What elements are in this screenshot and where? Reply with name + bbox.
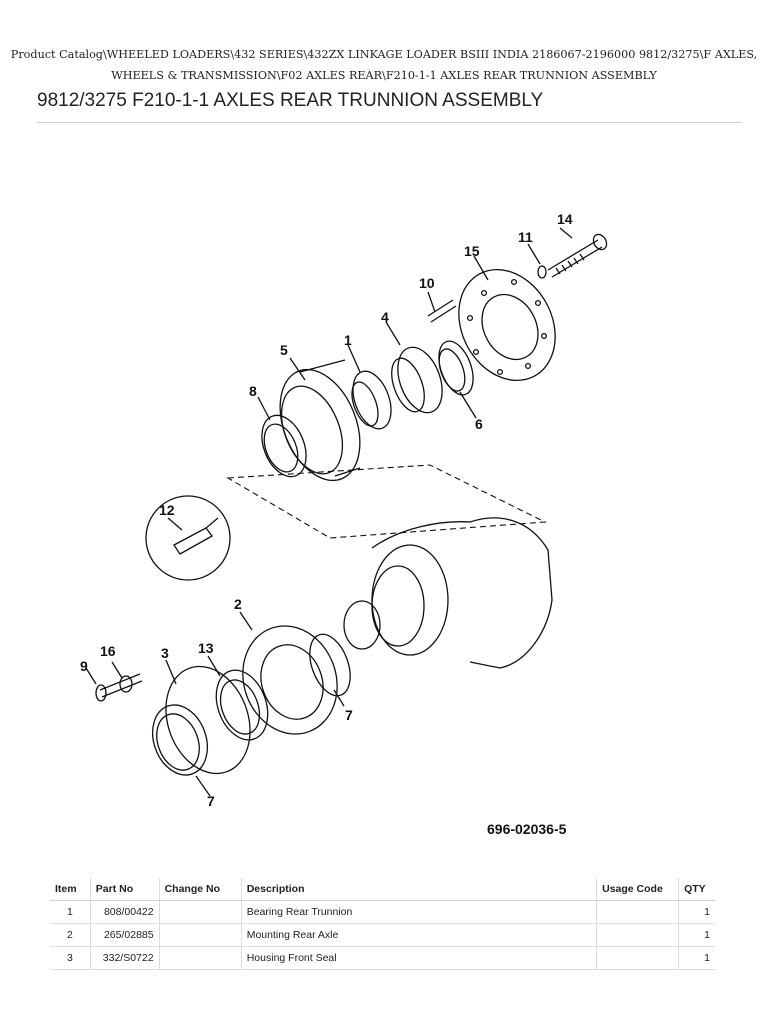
cell-change-no xyxy=(159,900,242,924)
column-header-description: Description xyxy=(241,878,598,901)
column-header-qty: QTY xyxy=(678,878,715,901)
cell-qty: 1 xyxy=(678,946,715,970)
callout-12: 12 xyxy=(159,502,175,518)
cell-usage-code xyxy=(596,900,680,924)
cell-usage-code xyxy=(596,946,680,970)
callout-6: 6 xyxy=(475,416,483,432)
parts-table: Item Part No Change No Description Usage… xyxy=(50,878,715,970)
callout-5: 5 xyxy=(280,342,288,358)
cell-part-no: 265/02885 xyxy=(90,923,160,947)
callout-15: 15 xyxy=(464,243,480,259)
cell-change-no xyxy=(159,923,242,947)
cell-item: 3 xyxy=(50,946,91,970)
column-header-usage-code: Usage Code xyxy=(596,878,680,901)
figure-number: 696-02036-5 xyxy=(487,821,567,837)
cell-qty: 1 xyxy=(678,923,715,947)
cell-item: 2 xyxy=(50,923,91,947)
callout-3: 3 xyxy=(161,645,169,661)
column-header-change-no: Change No xyxy=(159,878,242,901)
callout-1: 1 xyxy=(344,332,352,348)
table-row: 2 265/02885 Mounting Rear Axle 1 xyxy=(50,923,715,947)
cell-change-no xyxy=(159,946,242,970)
callout-7-lower: 7 xyxy=(207,793,215,809)
callout-4: 4 xyxy=(381,309,389,325)
column-header-part-no: Part No xyxy=(90,878,160,901)
breadcrumb-line-2: WHEELS & TRANSMISSION\F02 AXLES REAR\F21… xyxy=(111,69,657,82)
callout-16: 16 xyxy=(100,643,116,659)
cell-description: Housing Front Seal xyxy=(241,946,598,970)
callout-9: 9 xyxy=(80,658,88,674)
exploded-parts-diagram: 14 11 15 10 4 1 5 8 6 12 2 16 3 13 9 7 7 xyxy=(80,211,608,809)
table-row: 1 808/00422 Bearing Rear Trunnion 1 xyxy=(50,900,715,924)
callout-8: 8 xyxy=(249,383,257,399)
breadcrumb: Product Catalog\WHEELED LOADERS\432 SERI… xyxy=(0,44,768,86)
cell-qty: 1 xyxy=(678,900,715,924)
callout-13: 13 xyxy=(198,640,214,656)
column-header-item: Item xyxy=(50,878,91,901)
table-header-row: Item Part No Change No Description Usage… xyxy=(50,878,715,901)
page-title: 9812/3275 F210-1-1 AXLES REAR TRUNNION A… xyxy=(37,90,544,111)
callout-14: 14 xyxy=(557,211,573,227)
cell-description: Bearing Rear Trunnion xyxy=(241,900,598,924)
cell-part-no: 332/S0722 xyxy=(90,946,160,970)
table-row: 3 332/S0722 Housing Front Seal 1 xyxy=(50,946,715,970)
callout-10: 10 xyxy=(419,275,435,291)
breadcrumb-line-1: Product Catalog\WHEELED LOADERS\432 SERI… xyxy=(10,48,758,61)
callout-2: 2 xyxy=(234,596,242,612)
cell-item: 1 xyxy=(50,900,91,924)
cell-description: Mounting Rear Axle xyxy=(241,923,598,947)
cell-part-no: 808/00422 xyxy=(90,900,160,924)
callout-11: 11 xyxy=(518,229,533,245)
title-divider xyxy=(37,122,742,123)
cell-usage-code xyxy=(596,923,680,947)
callout-7-upper: 7 xyxy=(345,707,353,723)
